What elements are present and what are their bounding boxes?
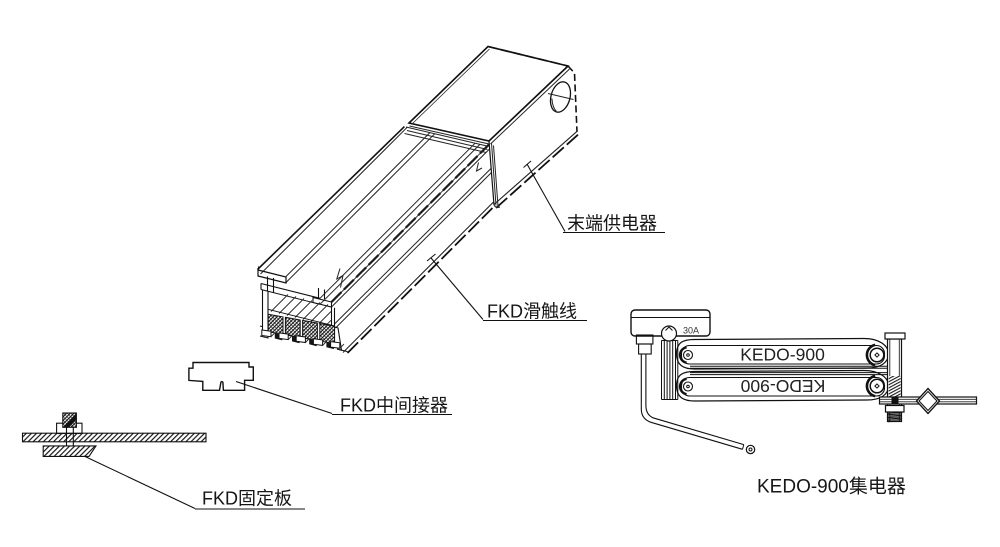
svg-text:KEDO-900: KEDO-900 [740, 345, 825, 365]
svg-text:FKD中间接器: FKD中间接器 [340, 396, 448, 416]
svg-text:末端供电器: 末端供电器 [567, 214, 657, 234]
svg-text:KEDO-900集电器: KEDO-900集电器 [757, 476, 906, 498]
svg-text:KEDO-900: KEDO-900 [740, 376, 825, 396]
svg-text:FKD固定板: FKD固定板 [202, 489, 292, 509]
svg-text:30A: 30A [683, 326, 699, 336]
svg-text:FKD滑触线: FKD滑触线 [487, 302, 577, 322]
